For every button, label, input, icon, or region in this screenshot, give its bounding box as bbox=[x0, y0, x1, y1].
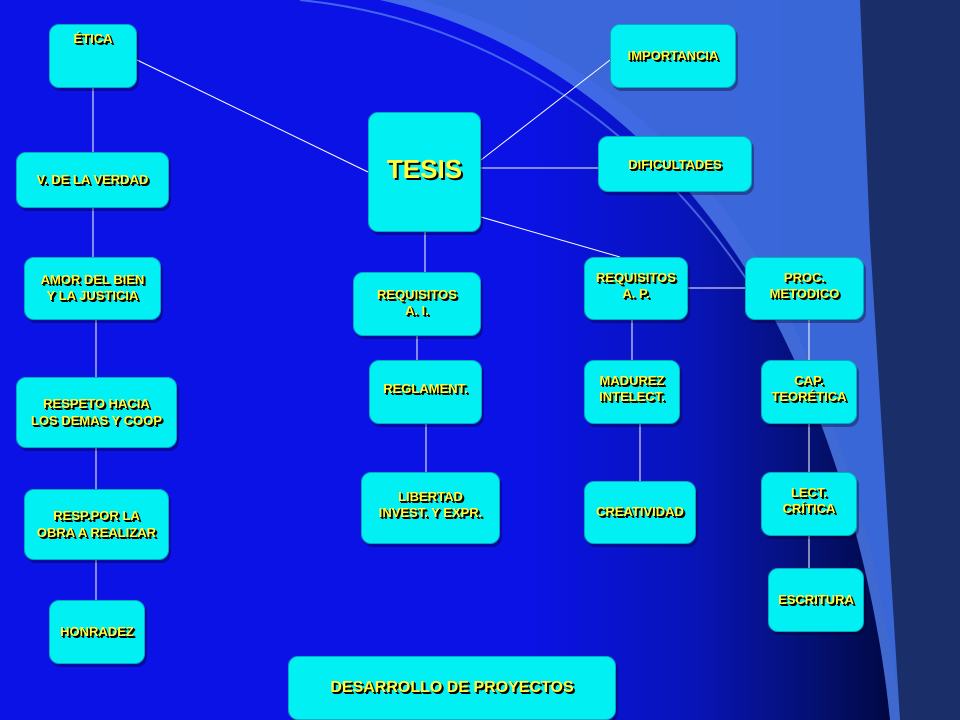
node-madurez: MADUREZ INTELECT. bbox=[584, 360, 680, 424]
footer-box: DESARROLLO DE PROYECTOS bbox=[288, 656, 616, 720]
node-cap-label: CAP. TEORÉTICA bbox=[771, 373, 847, 405]
node-madurez-label: MADUREZ INTELECT. bbox=[599, 373, 665, 405]
node-respeto-label: RESPETO HACIA LOS DEMAS Y COOP bbox=[31, 396, 162, 428]
node-verdad: V. DE LA VERDAD bbox=[16, 152, 169, 208]
node-etica-label: ÉTICA bbox=[73, 31, 113, 46]
decorative-wave-edge bbox=[299, 0, 761, 301]
node-tesis: TESIS bbox=[368, 112, 481, 232]
decorative-dark-panel bbox=[860, 0, 960, 720]
connector-tesis-requisitos-ap bbox=[480, 216, 621, 258]
footer-title: DESARROLLO DE PROYECTOS bbox=[330, 679, 574, 696]
connector-lines bbox=[92, 59, 810, 600]
node-escritura: ESCRITURA bbox=[768, 568, 864, 632]
node-amor: AMOR DEL BIEN Y LA JUSTICIA bbox=[24, 257, 161, 320]
node-dificultades-label: DIFICULTADES bbox=[628, 157, 722, 172]
node-lect-label: LECT. CRÍTICA bbox=[782, 485, 836, 517]
node-creatividad-label: CREATIVIDAD bbox=[596, 504, 684, 519]
node-lect: LECT. CRÍTICA bbox=[761, 472, 857, 536]
node-requisitos-ai-label: REQUISITOS A. I. bbox=[377, 287, 457, 319]
node-cap: CAP. TEORÉTICA bbox=[761, 360, 857, 424]
node-libertad-label: LIBERTAD INVEST. Y EXPR. bbox=[378, 489, 483, 521]
decorative-wave-inner bbox=[420, 0, 960, 720]
node-proc-label: PROC. METODICO bbox=[769, 270, 840, 302]
node-libertad: LIBERTAD INVEST. Y EXPR. bbox=[361, 472, 500, 544]
connector-etica-tesis bbox=[136, 59, 369, 173]
node-requisitos-ap-label: REQUISITOS A. P. bbox=[596, 270, 676, 302]
node-reglament-label: REGLAMENT. bbox=[383, 381, 468, 396]
node-verdad-label: V. DE LA VERDAD bbox=[36, 171, 149, 187]
node-requisitos-ai: REQUISITOS A. I. bbox=[353, 272, 481, 336]
node-tesis-label: TESIS bbox=[386, 154, 463, 184]
node-importancia-label: IMPORTANCIA bbox=[627, 47, 719, 63]
node-etica: ÉTICA bbox=[49, 24, 137, 88]
node-requisitos-ap: REQUISITOS A. P. bbox=[584, 257, 688, 320]
node-dificultades: DIFICULTADES bbox=[598, 136, 752, 192]
node-honradez-label: HONRADEZ bbox=[60, 623, 134, 639]
node-creatividad: CREATIVIDAD bbox=[584, 481, 696, 544]
node-reglament: REGLAMENT. bbox=[369, 360, 482, 424]
node-escritura-label: ESCRITURA bbox=[778, 591, 854, 607]
node-proc: PROC. METODICO bbox=[745, 257, 864, 320]
node-resp-label: RESP.POR LA OBRA A REALIZAR bbox=[36, 508, 157, 540]
node-honradez: HONRADEZ bbox=[49, 600, 145, 664]
connector-tesis-importancia bbox=[480, 59, 611, 161]
node-importancia: IMPORTANCIA bbox=[610, 24, 736, 88]
node-amor-label: AMOR DEL BIEN Y LA JUSTICIA bbox=[40, 272, 145, 304]
node-resp: RESP.POR LA OBRA A REALIZAR bbox=[24, 489, 169, 560]
node-respeto: RESPETO HACIA LOS DEMAS Y COOP bbox=[16, 377, 177, 448]
